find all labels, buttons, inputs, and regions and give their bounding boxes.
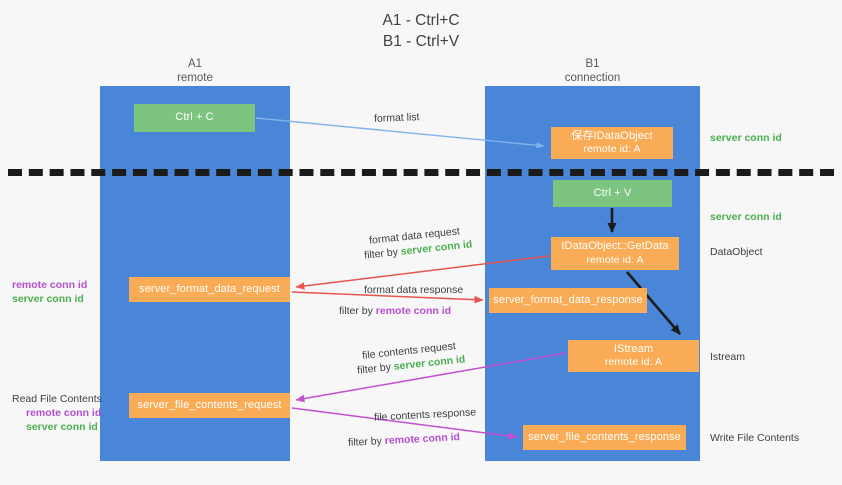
box-istream[interactable]: IStream remote id: A [568, 340, 699, 372]
annotation-server-conn-id-mid: server conn id [710, 211, 782, 223]
edge-label-format-list: format list [373, 111, 420, 125]
filter-prefix: filter by [356, 360, 395, 377]
filter-prefix: filter by [363, 245, 402, 262]
annotation-remote-conn-id: remote conn id [26, 407, 102, 419]
box-istream-title: IStream [613, 342, 654, 355]
box-server-file-contents-request[interactable]: server_file_contents_request [129, 393, 290, 418]
lane-header-b1: B1 connection [485, 57, 700, 85]
annotation-write-file-contents: Write File Contents [710, 432, 800, 444]
lane-header-a1: A1 remote [100, 57, 290, 85]
page-title: A1 - Ctrl+C B1 - Ctrl+V [0, 10, 842, 52]
annotation-read-file-contents: Read File Contents [12, 393, 102, 405]
annotation-conn-id-pair-top: remote conn id server conn id [12, 278, 87, 306]
title-line-1: A1 - Ctrl+C [382, 12, 460, 29]
box-idataobject-getdata[interactable]: IDataObject::GetData remote id: A [551, 237, 679, 270]
annotation-istream: Istream [710, 351, 746, 363]
lane-b1-name: B1 [585, 58, 600, 70]
box-server-format-data-response[interactable]: server_format_data_response [489, 288, 647, 313]
box-ctrl-v[interactable]: Ctrl + V [553, 180, 672, 207]
box-save-idataobject[interactable]: 保存IDataObject remote id: A [551, 127, 673, 159]
box-getdata-title: IDataObject::GetData [561, 240, 669, 252]
box-server-file-contents-request-label: server_file_contents_request [137, 398, 282, 411]
lane-b1-sub: connection [564, 72, 621, 84]
box-istream-subtitle: remote id: A [604, 356, 663, 368]
box-ctrl-c[interactable]: Ctrl + C [134, 104, 255, 132]
annotation-dataobject: DataObject [710, 246, 763, 258]
phase-divider [8, 169, 834, 176]
box-server-file-contents-response[interactable]: server_file_contents_response [523, 425, 686, 450]
filter-prefix: filter by [339, 305, 376, 317]
edge-label-file-contents-response-filter: filter by remote conn id [348, 430, 461, 451]
box-getdata-subtitle: remote id: A [586, 253, 644, 266]
box-server-format-data-response-label: server_format_data_response [493, 293, 643, 306]
box-ctrl-c-label: Ctrl + C [175, 111, 214, 124]
box-server-format-data-request[interactable]: server_format_data_request [129, 277, 290, 302]
box-save-idataobject-subtitle: remote id: A [583, 143, 641, 155]
edge-label-format-data-response-filter: filter by remote conn id [339, 304, 451, 319]
edge-label-format-data-response: format data response [364, 284, 464, 296]
annotation-server-conn-id: server conn id [12, 293, 84, 305]
lane-a1-sub: remote [177, 72, 213, 84]
filter-prefix: filter by [347, 435, 386, 449]
annotation-server-conn-id-top: server conn id [710, 132, 782, 144]
annotation-server-conn-id: server conn id [26, 421, 98, 433]
box-save-idataobject-title: 保存IDataObject [571, 129, 653, 142]
box-server-file-contents-response-label: server_file_contents_response [528, 430, 681, 443]
box-ctrl-v-label: Ctrl + V [593, 186, 632, 199]
annotation-remote-conn-id: remote conn id [12, 279, 88, 291]
filter-key-remote-conn-id: remote conn id [375, 305, 452, 317]
title-line-2: B1 - Ctrl+V [382, 33, 460, 50]
edge-label-file-contents-response: file contents response [373, 406, 477, 424]
filter-key-remote-conn-id: remote conn id [384, 431, 461, 447]
lane-a1-name: A1 [187, 58, 203, 70]
box-server-format-data-request-label: server_format_data_request [139, 282, 280, 295]
annotation-read-file-contents-block: Read File Contents remote conn id server… [12, 392, 102, 434]
